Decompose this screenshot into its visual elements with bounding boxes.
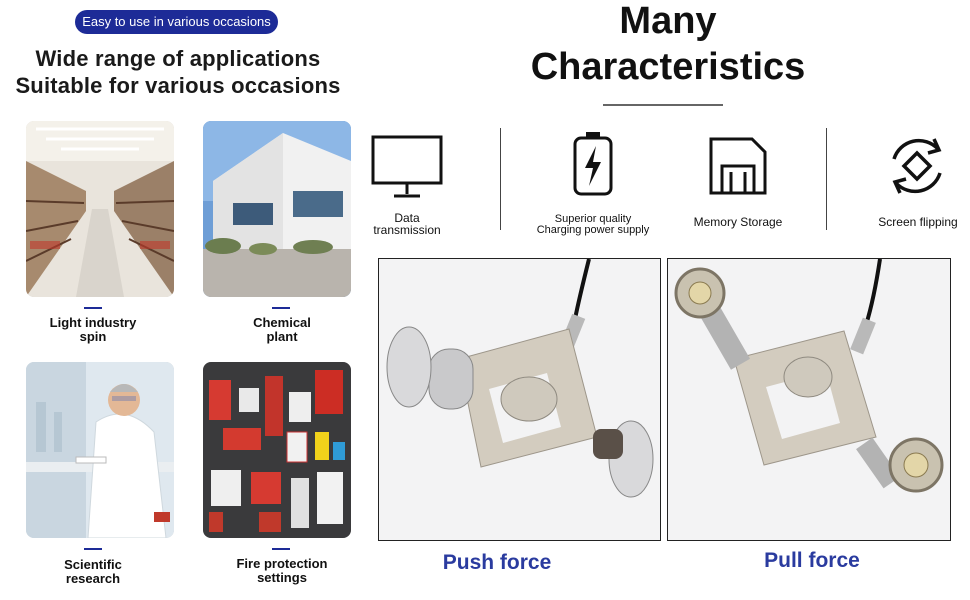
headline-line-1: Wide range of applications — [35, 46, 321, 71]
chemical-plant-photo — [203, 121, 351, 297]
feature-label-screen-flipping: Screen flipping — [878, 215, 958, 229]
headline-line-2: Suitable for various occasions — [15, 73, 341, 98]
label-tick — [272, 548, 290, 550]
monitor-icon — [370, 134, 446, 209]
screen-rotate-icon — [884, 133, 950, 204]
scientific-research-photo — [26, 362, 174, 538]
title-underline — [603, 104, 723, 106]
title-line-2: Characteristics — [530, 46, 806, 88]
floppy-disk-icon — [708, 136, 768, 201]
title-line-1: Many — [619, 0, 717, 42]
battery-charging-icon — [567, 130, 619, 205]
feature-label-memory-storage: Memory Storage — [693, 215, 783, 229]
pull-force-label: Pull force — [764, 549, 860, 572]
feature-divider — [826, 128, 827, 230]
feature-divider — [500, 128, 501, 230]
push-force-image — [378, 258, 661, 541]
fire-protection-photo — [203, 362, 351, 538]
occasions-badge: Easy to use in various occasions — [75, 10, 278, 34]
label-tick — [84, 307, 102, 309]
light-industry-photo — [26, 121, 174, 297]
push-force-label: Push force — [442, 551, 552, 574]
label-tick — [272, 307, 290, 309]
label-tick — [84, 548, 102, 550]
pull-force-image — [667, 258, 951, 541]
